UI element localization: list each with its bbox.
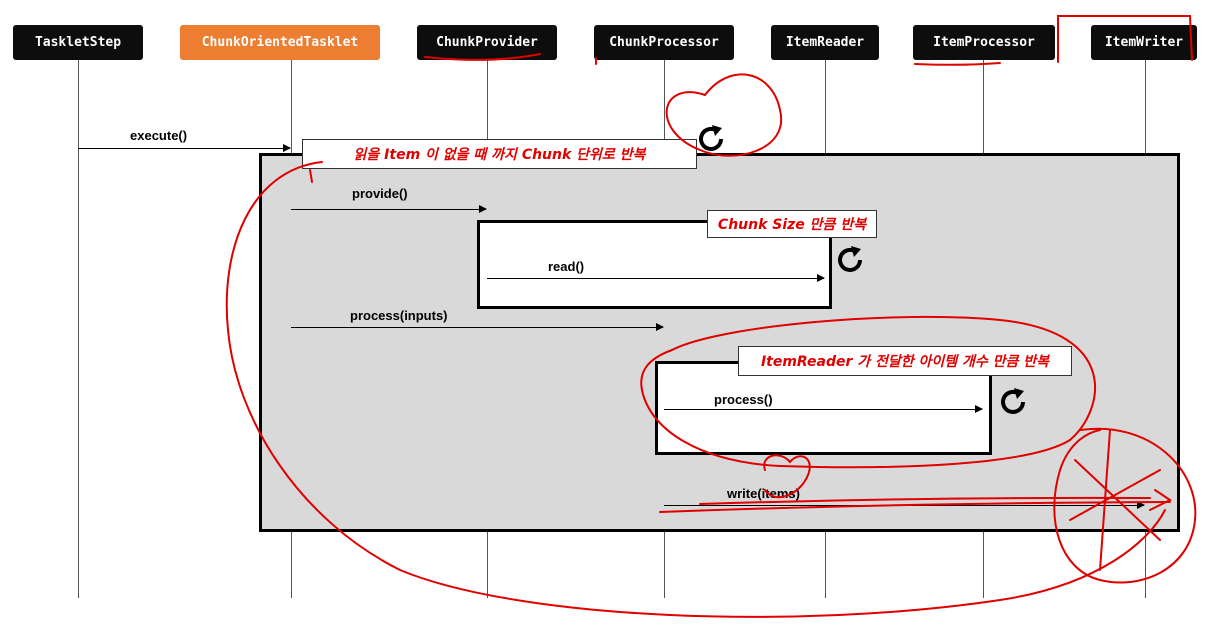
message-provide-label: provide() <box>352 186 408 201</box>
outer-loop-label: 읽을 Item 이 없을 때 까지 Chunk 단위로 반복 <box>302 139 697 169</box>
participant-item-writer: ItemWriter <box>1091 25 1197 60</box>
message-process-label: process() <box>714 392 773 407</box>
message-write-label: write(items) <box>727 486 800 501</box>
reader-loop-label: Chunk Size 만큼 반복 <box>707 210 877 238</box>
processor-loop-label: ItemReader 가 전달한 아이템 개수 만큼 반복 <box>738 346 1072 376</box>
message-process-inputs-arrow <box>291 323 664 331</box>
participant-chunk-oriented-tasklet: ChunkOrientedTasklet <box>180 25 380 60</box>
participant-item-processor: ItemProcessor <box>913 25 1055 60</box>
message-write-arrow <box>664 501 1145 509</box>
participant-item-reader: ItemReader <box>771 25 879 60</box>
refresh-icon <box>699 125 723 151</box>
lifeline-tasklet-step <box>78 60 79 598</box>
participant-chunk-provider: ChunkProvider <box>417 25 557 60</box>
message-read-label: read() <box>548 259 585 274</box>
participant-chunk-processor: ChunkProcessor <box>594 25 734 60</box>
refresh-icon <box>1001 388 1025 414</box>
message-execute-arrow <box>78 144 291 152</box>
participant-tasklet-step: TaskletStep <box>13 25 143 60</box>
message-process-arrow <box>664 405 983 413</box>
message-process-inputs-label: process(inputs) <box>350 308 448 323</box>
refresh-icon <box>838 246 862 272</box>
message-read-arrow <box>487 274 825 282</box>
message-provide-arrow <box>291 205 487 213</box>
message-execute-label: execute() <box>130 128 188 143</box>
